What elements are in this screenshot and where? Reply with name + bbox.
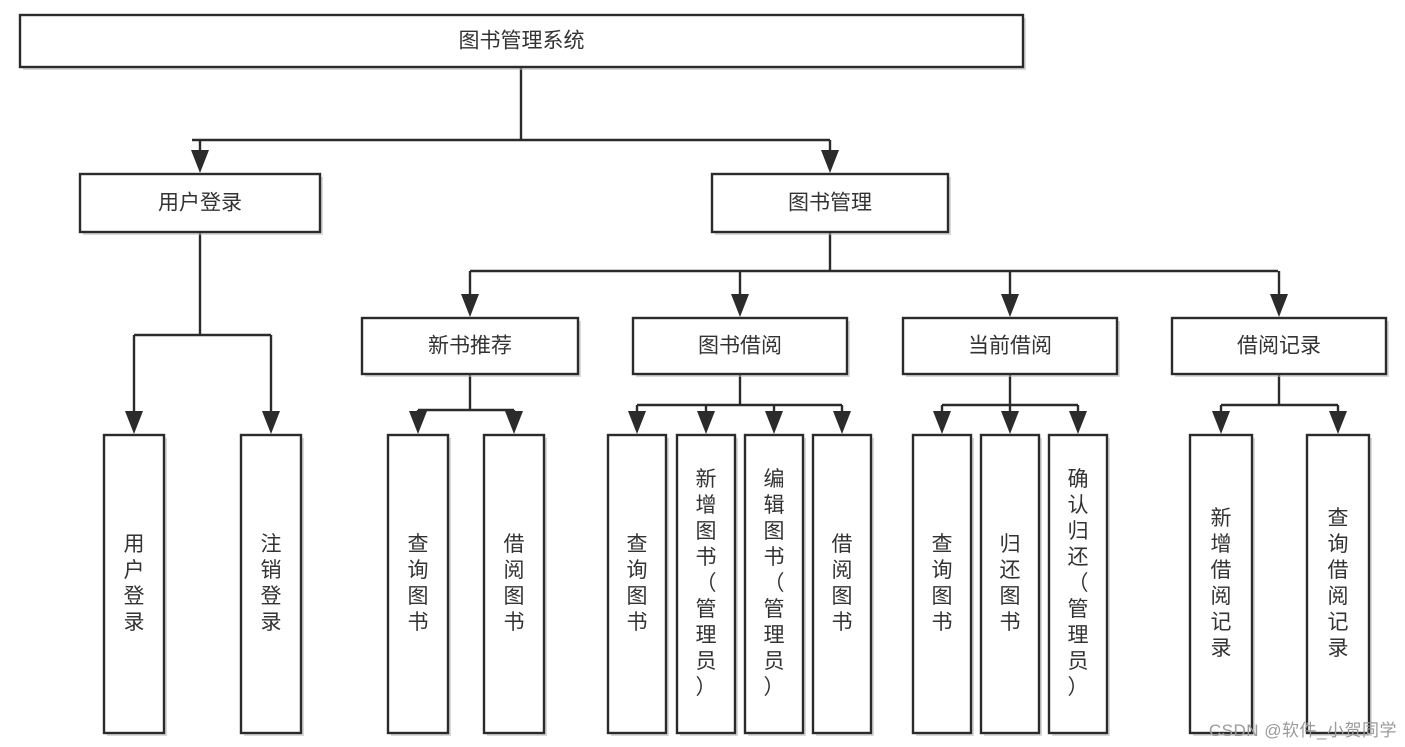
node-label: 当前借阅 xyxy=(968,335,1052,358)
node-label: 查询图书 xyxy=(627,533,648,634)
connector-layer xyxy=(125,67,1347,434)
node-label: 用户登录 xyxy=(124,533,145,634)
node-leaf-bo-add[interactable]: 新增图书（管理员） xyxy=(675,433,738,736)
arrow-to-leaf-user-logout xyxy=(262,335,280,434)
node-root[interactable]: 图书管理系统 xyxy=(18,13,1026,70)
node-borrow[interactable]: 图书借阅 xyxy=(631,316,850,377)
arrow-to-leaf-bo-add xyxy=(697,405,715,434)
node-leaf-bo-edit[interactable]: 编辑图书（管理员） xyxy=(743,433,806,736)
arrow-to-leaf-nb-query xyxy=(409,410,427,434)
node-leaf-cu-query[interactable]: 查询图书 xyxy=(911,433,974,736)
node-label: 借阅图书 xyxy=(504,533,525,634)
arrow-to-leaf-cu-return xyxy=(1001,405,1019,434)
node-records[interactable]: 借阅记录 xyxy=(1170,316,1389,377)
connector-bus-records xyxy=(1221,374,1338,407)
node-label: 查询图书 xyxy=(408,533,429,634)
connector-bus-borrow xyxy=(637,374,842,407)
arrow-to-leaf-cu-confirm xyxy=(1069,405,1087,434)
arrow-to-leaf-re-add xyxy=(1212,405,1230,434)
node-label: 图书管理系统 xyxy=(459,30,585,53)
node-label: 借阅图书 xyxy=(832,533,853,634)
arrow-to-records xyxy=(1270,271,1288,317)
node-label: 新增图书（管理员） xyxy=(696,468,717,699)
node-login[interactable]: 用户登录 xyxy=(78,172,323,235)
node-leaf-cu-confirm[interactable]: 确认归还（管理员） xyxy=(1047,433,1110,736)
node-label: 用户登录 xyxy=(158,192,242,215)
node-label: 图书管理 xyxy=(788,192,872,215)
node-current[interactable]: 当前借阅 xyxy=(901,316,1120,377)
node-leaf-cu-return[interactable]: 归还图书 xyxy=(979,433,1042,736)
arrow-to-bookmgmt xyxy=(821,140,839,173)
arrow-to-leaf-cu-query xyxy=(933,405,951,434)
node-label: 查询图书 xyxy=(932,533,953,634)
node-leaf-user-login[interactable]: 用户登录 xyxy=(102,433,167,736)
node-newbook[interactable]: 新书推荐 xyxy=(360,316,581,377)
connector-bus-current xyxy=(942,374,1078,407)
arrow-to-current xyxy=(1001,271,1019,317)
connector-bus-root xyxy=(192,67,830,142)
node-bookmgmt[interactable]: 图书管理 xyxy=(710,172,951,235)
arrow-to-leaf-nb-borrow xyxy=(505,410,523,434)
connector-bus-newbook xyxy=(418,374,514,412)
arrow-to-leaf-bo-query xyxy=(628,405,646,434)
arrow-to-leaf-re-query xyxy=(1329,405,1347,434)
node-label: 归还图书 xyxy=(1000,533,1021,634)
connector-bus-login xyxy=(134,232,271,337)
node-leaf-re-query[interactable]: 查询借阅记录 xyxy=(1305,433,1372,736)
node-leaf-re-add[interactable]: 新增借阅记录 xyxy=(1188,433,1255,736)
node-label: 新书推荐 xyxy=(428,335,512,358)
node-label: 确认归还（管理员） xyxy=(1068,468,1089,699)
arrow-to-login xyxy=(191,140,209,173)
arrow-to-leaf-bo-edit xyxy=(765,405,783,434)
node-leaf-bo-borrow[interactable]: 借阅图书 xyxy=(811,433,874,736)
arrow-to-newbook xyxy=(461,271,479,317)
node-label: 新增借阅记录 xyxy=(1211,507,1232,660)
connector-bus-bookmgmt xyxy=(470,232,1278,273)
node-leaf-nb-query[interactable]: 查询图书 xyxy=(386,433,451,736)
node-label: 注销登录 xyxy=(261,533,282,634)
arrow-to-leaf-bo-borrow xyxy=(833,405,851,434)
node-leaf-user-logout[interactable]: 注销登录 xyxy=(239,433,304,736)
node-label: 借阅记录 xyxy=(1237,335,1321,358)
arrow-to-borrow xyxy=(731,271,749,317)
node-label: 查询借阅记录 xyxy=(1328,507,1349,660)
node-layer: 图书管理系统用户登录图书管理新书推荐图书借阅当前借阅借阅记录用户登录注销登录查询… xyxy=(18,13,1389,736)
arrow-to-leaf-user-login xyxy=(125,335,143,434)
node-leaf-bo-query[interactable]: 查询图书 xyxy=(606,433,669,736)
node-label: 编辑图书（管理员） xyxy=(764,468,785,699)
node-label: 图书借阅 xyxy=(698,335,782,358)
node-leaf-nb-borrow[interactable]: 借阅图书 xyxy=(482,433,547,736)
